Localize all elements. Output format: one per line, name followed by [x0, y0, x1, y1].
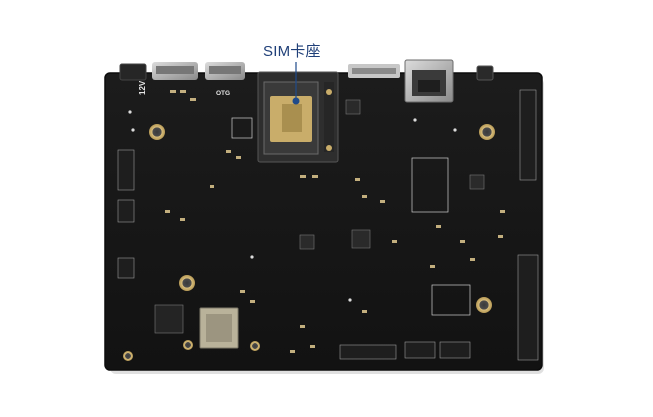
silkscreen-12v-label: 12V	[138, 80, 147, 95]
power-jack	[119, 63, 147, 81]
pin-headers	[117, 89, 539, 361]
smd-pads	[165, 90, 505, 353]
chips	[154, 99, 485, 349]
silkscreen-blocks	[231, 117, 471, 316]
silkscreen-otg-label: OTG	[216, 90, 231, 97]
top-connectors	[119, 59, 494, 103]
sim-card-socket	[257, 71, 339, 163]
audio-jack	[476, 65, 494, 81]
sim-card-socket-label: SIM卡座	[263, 43, 321, 60]
callout-dot	[292, 97, 300, 105]
mounting-holes	[123, 124, 495, 361]
silkscreen-dots	[128, 110, 457, 302]
